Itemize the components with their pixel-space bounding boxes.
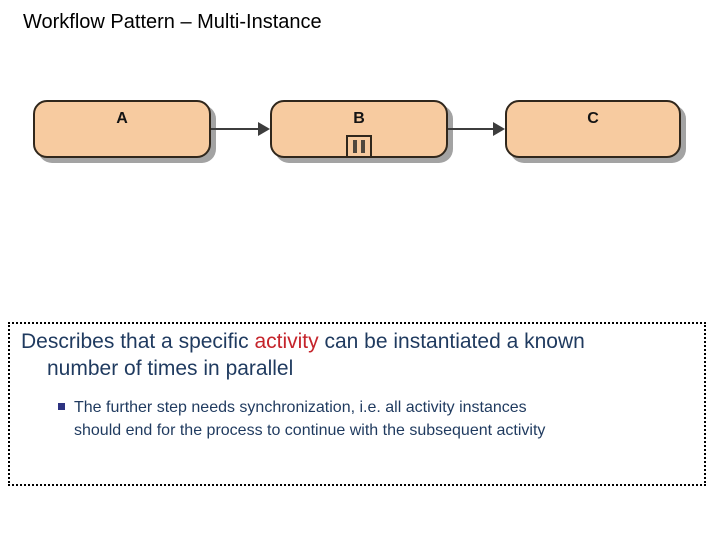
node-c-label: C	[587, 110, 599, 127]
connector-arrow-b-c	[448, 121, 505, 137]
arrow-line	[211, 128, 261, 130]
parallel-bar-icon	[361, 140, 365, 153]
arrow-head-icon	[493, 122, 505, 136]
activity-node-a: A	[33, 100, 211, 158]
connector-arrow-a-b	[211, 121, 270, 137]
activity-node-b: B	[270, 100, 448, 158]
bullet-square-icon	[58, 403, 65, 410]
arrow-head-icon	[258, 122, 270, 136]
description-suffix: can be instantiated a known	[318, 330, 585, 353]
multi-instance-marker-icon	[346, 135, 372, 158]
description-line-2: number of times in parallel	[47, 357, 294, 380]
bullet-item: The further step needs synchronization, …	[58, 396, 696, 442]
slide-title: Workflow Pattern – Multi-Instance	[23, 11, 322, 33]
description-line-1: Describes that a specific activity can b…	[21, 328, 696, 355]
description-highlight: activity	[254, 330, 319, 353]
arrow-line	[448, 128, 496, 130]
node-b-label: B	[353, 110, 365, 127]
activity-node-c: C	[505, 100, 681, 158]
parallel-bar-icon	[353, 140, 357, 153]
description-prefix: Describes that a specific	[21, 330, 255, 353]
bullet-text: The further step needs synchronization, …	[74, 396, 545, 442]
node-a-label: A	[116, 110, 128, 127]
bullet-line-2: should end for the process to continue w…	[74, 422, 546, 439]
note-box: Describes that a specific activity can b…	[8, 322, 706, 486]
bullet-line-1: The further step needs synchronization, …	[74, 399, 527, 416]
